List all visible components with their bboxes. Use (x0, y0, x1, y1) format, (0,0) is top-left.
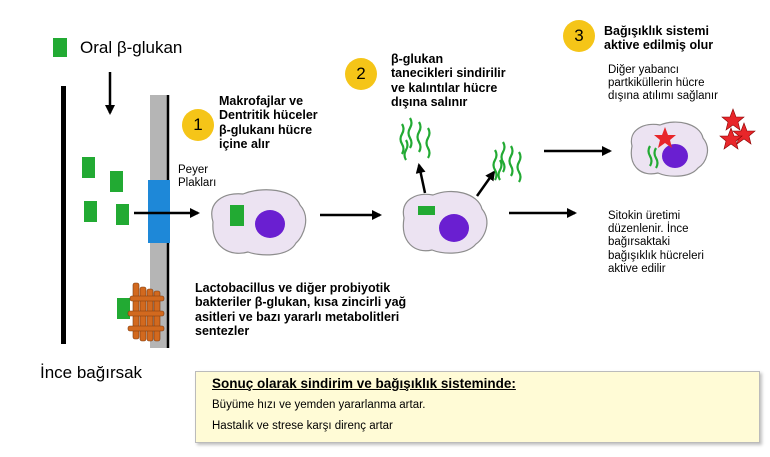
foreign-particles-note: Diğer yabancı partkiküllerin hücre dışın… (608, 64, 718, 103)
step-3-badge: 3 (563, 20, 595, 52)
step-1-badge: 1 (182, 109, 214, 141)
step-1-text: Makrofajlar ve Dentritik hüceler β-gluka… (219, 94, 318, 152)
macrophage-cell-2 (402, 190, 488, 254)
peyer-label: Peyer Plakları (178, 164, 217, 190)
probiotics-note: Lactobacillus ve diğer probiyotik bakter… (195, 281, 407, 339)
arrow-cell2-upright (475, 170, 496, 197)
summary-line-2: Hastalık ve strese karşı direnç artar (212, 420, 393, 432)
glucan-fragments-right (492, 141, 522, 183)
macrophage-cell-1 (211, 189, 307, 256)
summary-box: Sonuç olarak sindirim ve bağışıklık sist… (195, 371, 760, 443)
step-3-text: Bağışıklık sistemi aktive edilmiş olur (604, 24, 714, 53)
step-2-text: β-glukan tanecikleri sindirilir ve kalın… (391, 52, 506, 110)
summary-title: Sonuç olarak sindirim ve bağışıklık sist… (212, 376, 516, 391)
legend-glucan-marker (53, 38, 67, 57)
intestine-label: İnce bağırsak (40, 363, 143, 382)
foreign-particles-stars (719, 108, 756, 150)
legend-label: Oral β-glukan (80, 38, 183, 57)
cytokine-note: Sitokin üretimi düzenlenir. İnce bağırsa… (608, 210, 704, 275)
macrophage-cell-3 (630, 121, 709, 177)
step-2-badge: 2 (345, 58, 377, 90)
bacteria-cluster (127, 282, 165, 342)
intestine-wall-left (61, 86, 66, 344)
summary-line-1: Büyüme hızı ve yemden yararlanma artar. (212, 399, 426, 411)
peyer-patch (148, 180, 170, 243)
arrow-cell2-up (415, 163, 427, 194)
glucan-particles (82, 157, 130, 319)
glucan-fragments-left (399, 117, 431, 161)
